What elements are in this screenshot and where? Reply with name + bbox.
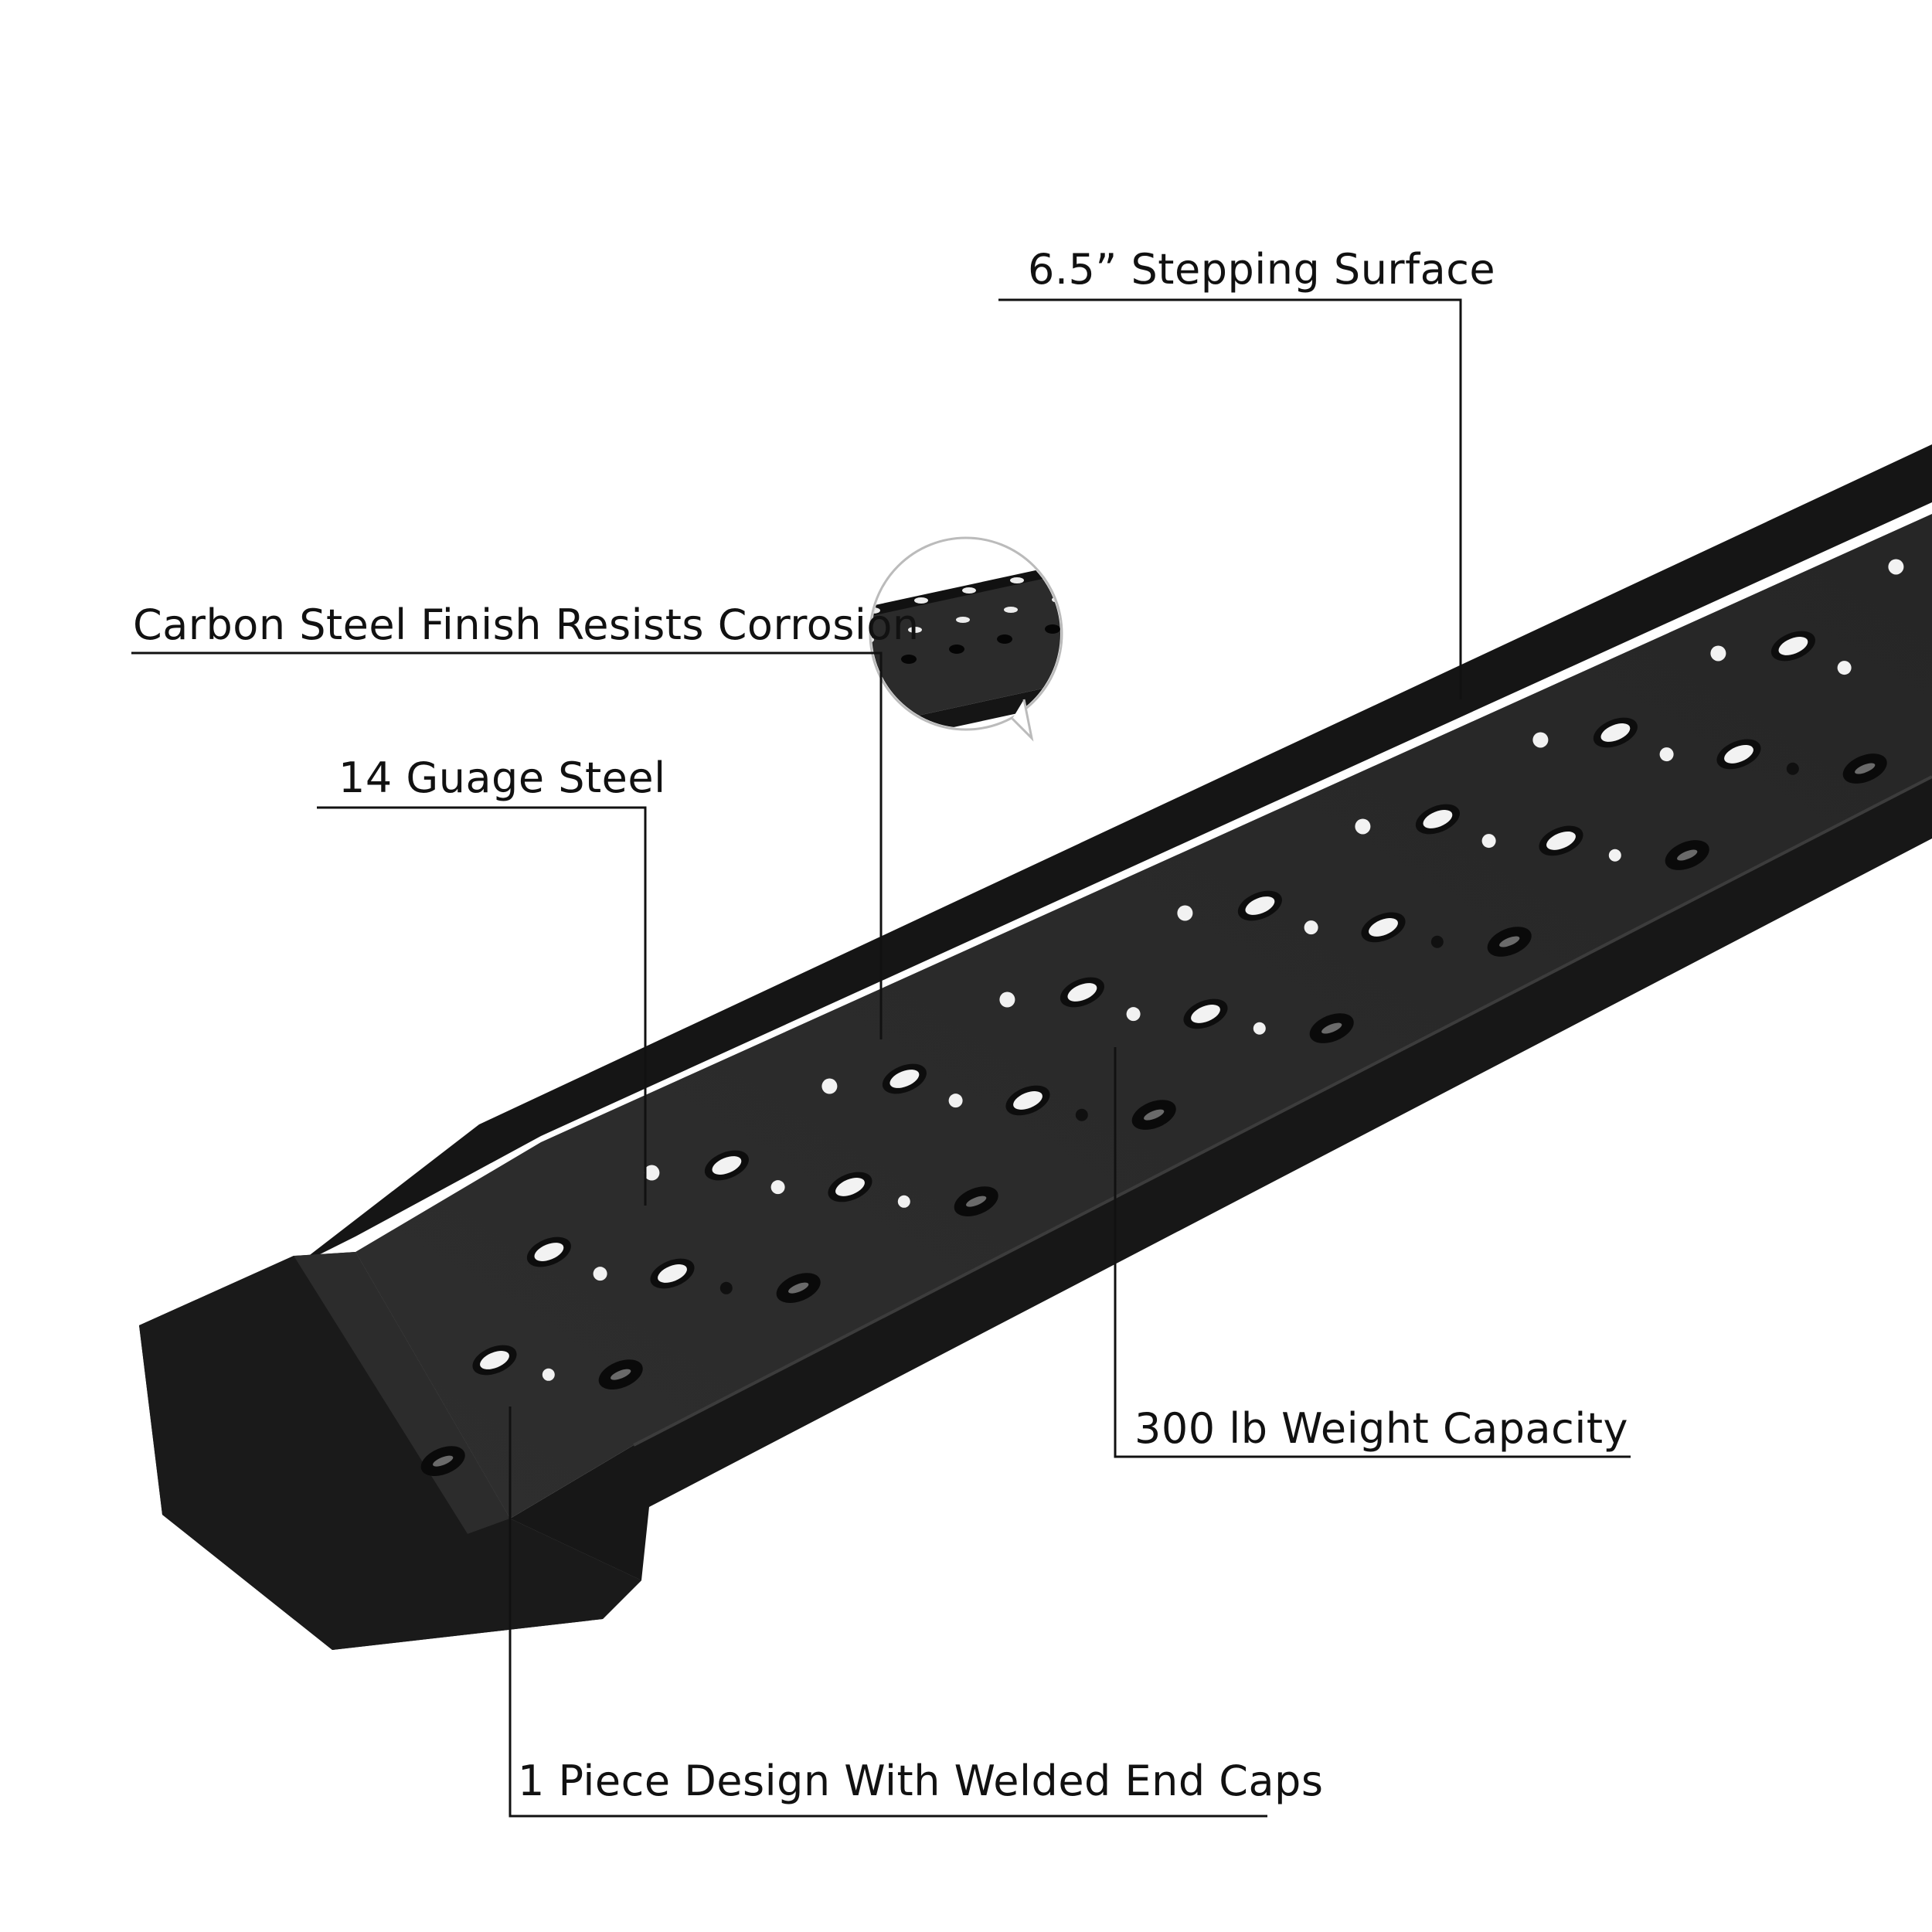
end-cap-face [139, 1256, 641, 1650]
inset-perforation [908, 627, 922, 633]
oval-perforation-opening [1369, 917, 1398, 937]
round-perforation [897, 1195, 910, 1208]
inset-perforation [1004, 607, 1018, 613]
round-perforation [1659, 747, 1674, 762]
oval-perforation-opening [658, 1264, 687, 1283]
oval-perforation-opening [1546, 831, 1576, 850]
callout-gauge-steel: 14 Guage Steel [338, 753, 666, 802]
stepping-surface [355, 514, 1932, 1519]
leader-stepping-surface [998, 298, 1462, 699]
oval-perforation-opening [1013, 1091, 1043, 1110]
inset-perforation [1045, 624, 1060, 634]
inset-perforation [1010, 577, 1024, 583]
running-board [139, 444, 1932, 1650]
inset-pointer [1011, 699, 1034, 742]
oval-perforation-opening [1144, 1109, 1165, 1121]
oval-perforation-opening [1245, 896, 1275, 915]
round-perforation [1608, 849, 1621, 862]
leader-one-piece [509, 1406, 1267, 1818]
oval-perforation-opening [611, 1369, 631, 1380]
round-perforation [1888, 559, 1904, 575]
oval-perforation-opening [480, 1351, 509, 1369]
round-perforation [1355, 818, 1371, 835]
round-perforation [1430, 935, 1444, 948]
round-perforation [1710, 645, 1726, 662]
oval-perforation-opening [788, 1282, 809, 1294]
zoom-inset [853, 536, 1063, 742]
round-perforation [1837, 661, 1852, 675]
leader-lines [131, 298, 1631, 1818]
oval-perforation-opening [1855, 763, 1876, 774]
leader-weight-capacity [1114, 1047, 1631, 1458]
round-perforation [1177, 905, 1193, 921]
inset-perforation [956, 617, 970, 623]
inset-perforation [962, 587, 976, 594]
oval-perforation-opening [1778, 637, 1808, 655]
board-back-rim [294, 444, 1932, 1267]
round-perforation [948, 1094, 963, 1108]
round-perforation [821, 1078, 838, 1094]
round-perforation [1481, 834, 1496, 849]
round-perforation [593, 1267, 607, 1281]
inset-perforation [1058, 567, 1060, 573]
inset-perforation [949, 645, 964, 654]
round-perforation [1532, 732, 1549, 748]
oval-perforation-opening [835, 1178, 865, 1196]
oval-perforation-opening [1499, 936, 1520, 947]
round-perforation [1126, 1007, 1141, 1022]
front-edge-highlight [633, 775, 1932, 1447]
board-front-face [510, 777, 1932, 1580]
round-perforation [1304, 920, 1318, 935]
oval-perforation-opening [966, 1196, 987, 1207]
round-perforation [542, 1368, 555, 1381]
oval-perforation-opening [1423, 810, 1453, 828]
oval-perforation-opening [889, 1070, 920, 1088]
oval-perforation-opening [1321, 1022, 1342, 1034]
round-perforation [770, 1180, 785, 1195]
oval-perforation-opening [1677, 849, 1698, 861]
round-perforation [999, 992, 1015, 1008]
round-perforation [1253, 1022, 1266, 1035]
leader-gauge-steel [317, 806, 647, 1206]
inset-perforation [853, 665, 869, 674]
perforation-holes [420, 559, 1904, 1476]
inset-perforation [914, 597, 928, 604]
callout-stepping-surface: 6.5” Stepping Surface [1028, 245, 1496, 294]
oval-perforation-opening [1191, 1005, 1220, 1023]
inset-perforation [901, 655, 917, 664]
round-perforation [1786, 762, 1799, 775]
callout-carbon-steel: Carbon Steel Finish Resists Corrosion [133, 600, 920, 649]
inset-perforation [997, 634, 1012, 644]
oval-perforation-opening [1067, 983, 1097, 1002]
callout-one-piece-design: 1 Piece Design With Welded End Caps [518, 1757, 1324, 1805]
oval-perforation-opening [1724, 744, 1753, 764]
oval-perforation-opening [712, 1156, 742, 1175]
oval-perforation-opening [433, 1455, 454, 1467]
round-perforation [1075, 1108, 1088, 1121]
oval-perforation-opening [1600, 723, 1631, 742]
round-perforation [719, 1281, 733, 1294]
callout-weight-capacity: 300 lb Weight Capacity [1134, 1404, 1628, 1453]
round-perforation [644, 1165, 660, 1181]
oval-perforation-opening [534, 1243, 564, 1261]
leader-carbon-steel [131, 651, 883, 1039]
